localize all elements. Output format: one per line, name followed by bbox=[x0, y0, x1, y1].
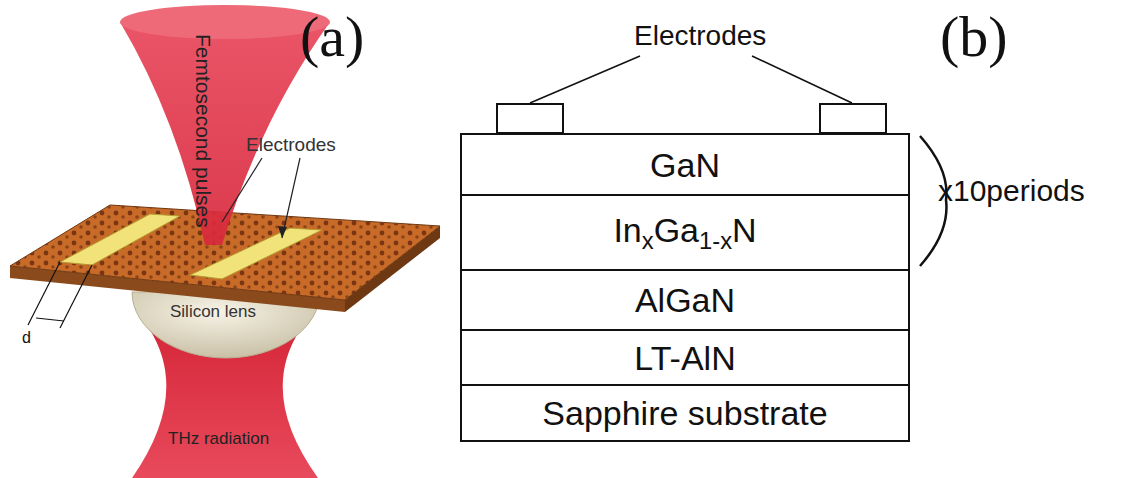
part-label: Silicon lens bbox=[170, 303, 256, 320]
dimension-line bbox=[36, 318, 64, 321]
beam-label: Femtosecond pulses bbox=[193, 34, 214, 228]
electrode bbox=[820, 104, 886, 133]
leader-line bbox=[222, 158, 262, 222]
layer-label: LT-AlN bbox=[634, 341, 735, 375]
period-label: x10periods bbox=[938, 176, 1085, 206]
panel-label: (a) bbox=[300, 8, 364, 66]
laser-beam bbox=[120, 5, 330, 39]
layer-label: InxGa1-xN bbox=[613, 213, 756, 253]
leader-line bbox=[530, 56, 640, 103]
layer-label: AlGaN bbox=[635, 283, 735, 317]
layer-box: AlGaN bbox=[460, 269, 910, 331]
panel-label: (b) bbox=[940, 8, 1008, 66]
layer-box: GaN bbox=[460, 133, 910, 196]
leader-line bbox=[282, 158, 300, 238]
dimension-label: d bbox=[22, 330, 31, 346]
electrode bbox=[60, 214, 180, 265]
layer-box: LT-AlN bbox=[460, 329, 910, 386]
layer-label: GaN bbox=[650, 148, 720, 182]
part-label: Electrodes bbox=[246, 135, 336, 154]
laser-beam bbox=[120, 22, 330, 245]
layer-box: InxGa1-xN bbox=[460, 194, 910, 271]
electrode bbox=[497, 104, 563, 133]
dimension-line bbox=[60, 265, 92, 328]
dimension-line bbox=[28, 262, 60, 325]
leader-line bbox=[752, 56, 852, 103]
callout-label: Electrodes bbox=[634, 22, 766, 50]
arrow-head bbox=[278, 226, 287, 238]
layer-label: Sapphire substrate bbox=[542, 396, 827, 430]
layer-box: Sapphire substrate bbox=[460, 384, 910, 442]
part-label: THz radiation bbox=[168, 430, 269, 447]
